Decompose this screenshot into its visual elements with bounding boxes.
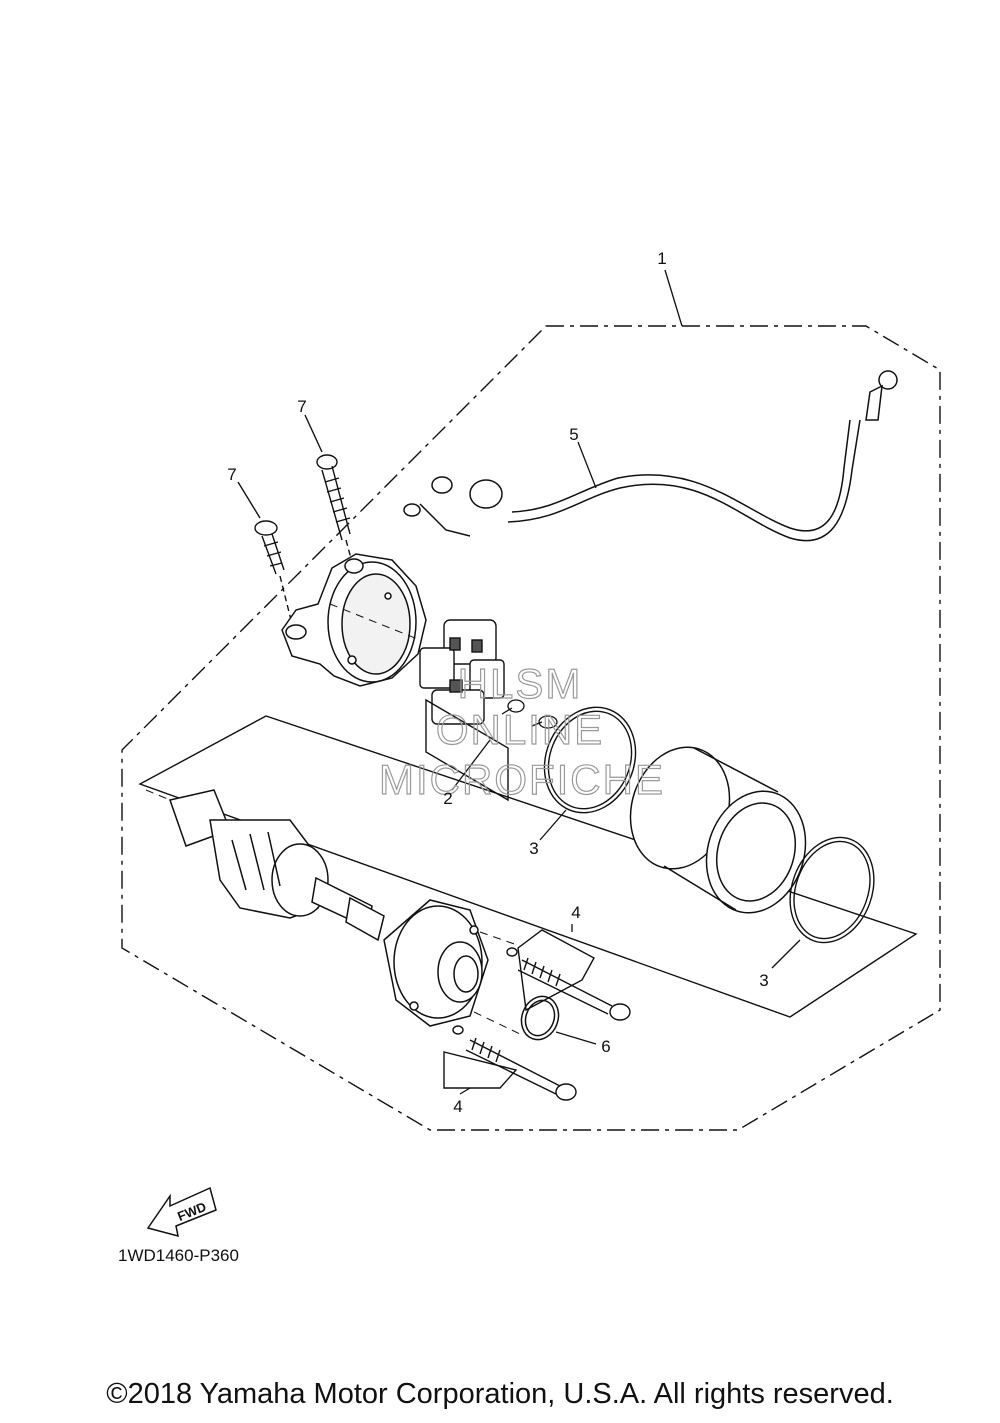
fwd-arrow-icon: FWD bbox=[146, 1186, 217, 1238]
yoke bbox=[629, 746, 807, 914]
o-ring-6 bbox=[520, 995, 560, 1041]
armature bbox=[169, 789, 385, 942]
leader-3a bbox=[539, 809, 567, 841]
callout-2: 2 bbox=[443, 789, 452, 808]
bolt-7-lower bbox=[237, 481, 293, 625]
rear-cover bbox=[281, 553, 427, 687]
callout-4-lower: 4 bbox=[453, 1097, 462, 1116]
callout-1: 1 bbox=[657, 249, 666, 268]
copyright-notice: ©2018 Yamaha Motor Corporation, U.S.A. A… bbox=[106, 1378, 894, 1410]
leader-5 bbox=[577, 441, 597, 489]
bolt-4-upper bbox=[506, 929, 631, 1021]
leader-4b bbox=[459, 1087, 471, 1095]
subassembly-frame bbox=[138, 715, 918, 1018]
callout-4-upper: 4 bbox=[571, 903, 580, 922]
watermark-line-2: ONLINE bbox=[436, 706, 604, 753]
callout-5: 5 bbox=[569, 425, 578, 444]
callout-7-upper: 7 bbox=[297, 397, 306, 416]
lead-wire bbox=[403, 370, 898, 542]
o-ring-upper bbox=[543, 706, 637, 814]
alignment-lines bbox=[145, 603, 521, 1035]
leader-1 bbox=[664, 269, 683, 327]
callout-6: 6 bbox=[601, 1037, 610, 1056]
diagram-code: 1WD1460-P360 bbox=[118, 1246, 239, 1265]
assembly-boundary bbox=[121, 325, 941, 1131]
bolt-7-upper bbox=[304, 414, 353, 563]
watermark-line-1: HLSM bbox=[458, 660, 583, 707]
brush-holder bbox=[419, 619, 509, 802]
callout-7-lower: 7 bbox=[227, 465, 236, 484]
leader-3b bbox=[771, 939, 801, 969]
leader-2 bbox=[451, 739, 491, 791]
bolt-4-lower bbox=[443, 1025, 577, 1101]
callout-3-upper: 3 bbox=[529, 839, 538, 858]
o-ring-lower bbox=[789, 836, 875, 944]
watermark-line-3: MICROFICHE bbox=[379, 756, 665, 803]
leader-6 bbox=[555, 1031, 597, 1045]
front-cover bbox=[383, 899, 489, 1027]
brush-screws bbox=[501, 699, 558, 729]
watermark: HLSM ONLINE MICROFICHE bbox=[378, 659, 665, 803]
callout-3-lower: 3 bbox=[759, 971, 768, 990]
